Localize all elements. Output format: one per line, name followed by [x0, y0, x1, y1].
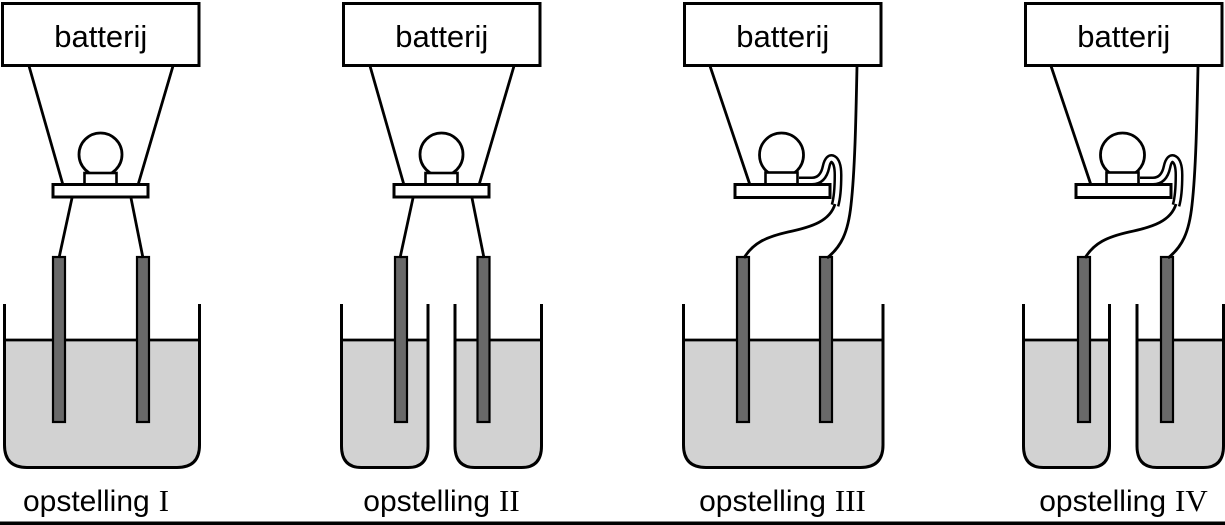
setup-label-numeral: II: [499, 483, 520, 518]
liquid-left: [1025, 340, 1108, 466]
wire-loop-inner: [1140, 156, 1182, 207]
battery-box: [683, 2, 883, 67]
setup-label-word: opstelling: [699, 485, 826, 518]
bulb-globe: [77, 131, 124, 178]
setup-label: opstelling I: [23, 483, 169, 518]
liquid-right: [456, 340, 540, 466]
wire-battery-left: [368, 65, 406, 186]
wire-battery-right: [136, 65, 175, 186]
battery-box: [342, 2, 542, 67]
setup-I: batterij opstelling I: [1, 2, 201, 518]
wire-battery-left: [27, 65, 65, 186]
setup-label-numeral: I: [159, 483, 169, 518]
electrode-right: [818, 255, 834, 424]
setup-label-word: opstelling: [23, 485, 150, 518]
wire-loop-inner: [799, 156, 841, 207]
setup-label: opstelling III: [699, 483, 866, 518]
electrode-right: [1159, 255, 1175, 424]
wire-electrode-left: [57, 197, 74, 259]
setup-label: opstelling II: [363, 483, 519, 518]
wire-electrode-right: [470, 197, 486, 259]
wire-battery-right: [826, 65, 859, 260]
bulb-holder: [733, 183, 832, 199]
wire-electrode-left: [398, 197, 415, 259]
electrode-left: [393, 255, 409, 424]
setup-label-numeral: IV: [1175, 483, 1208, 518]
wire-battery-right: [477, 65, 516, 186]
battery-label: batterij: [736, 19, 829, 54]
setup-label-word: opstelling: [1039, 485, 1166, 518]
wire-battery-left: [708, 65, 752, 186]
liquid: [685, 340, 882, 466]
bulb-globe: [758, 131, 805, 179]
liquid: [6, 340, 198, 466]
electrode-right: [135, 255, 151, 424]
electrode-left: [51, 255, 67, 424]
setup-II: batterij opstelling II: [340, 2, 543, 518]
battery-label: batterij: [395, 19, 488, 54]
beaker-right: [453, 304, 543, 469]
battery-box: [1, 2, 201, 67]
beaker: [682, 304, 885, 469]
beaker: [3, 304, 201, 469]
setup-label-numeral: III: [835, 483, 866, 518]
bulb-holder: [392, 183, 491, 199]
bulb-holder: [1074, 183, 1173, 199]
wire-battery-right: [1167, 65, 1200, 260]
setup-IV: batterij opstelling IV: [1022, 2, 1225, 518]
battery-label: batterij: [54, 19, 147, 54]
battery-box: [1024, 2, 1224, 67]
liquid-left: [343, 340, 427, 466]
beaker-right: [1135, 304, 1225, 469]
electrode-left: [1076, 255, 1092, 424]
electrode-right: [476, 255, 491, 424]
bulb-holder: [51, 183, 150, 199]
battery-label: batterij: [1077, 19, 1170, 54]
wire-holder-to-left-electrode: [1083, 203, 1178, 259]
beaker-left: [340, 304, 430, 469]
wire-holder-to-left-electrode: [742, 203, 837, 259]
bulb-globe: [418, 131, 465, 178]
setup-label: opstelling IV: [1039, 483, 1208, 518]
bulb-globe: [1099, 131, 1146, 179]
wire-electrode-right: [129, 197, 145, 259]
electrode-left: [735, 255, 751, 424]
setup-III: batterij opstelling III: [682, 2, 885, 518]
beaker-left: [1022, 304, 1111, 469]
setup-label-word: opstelling: [363, 485, 490, 518]
liquid-right: [1138, 340, 1222, 466]
wire-battery-left: [1049, 65, 1093, 186]
bottom-border: [0, 521, 1225, 525]
